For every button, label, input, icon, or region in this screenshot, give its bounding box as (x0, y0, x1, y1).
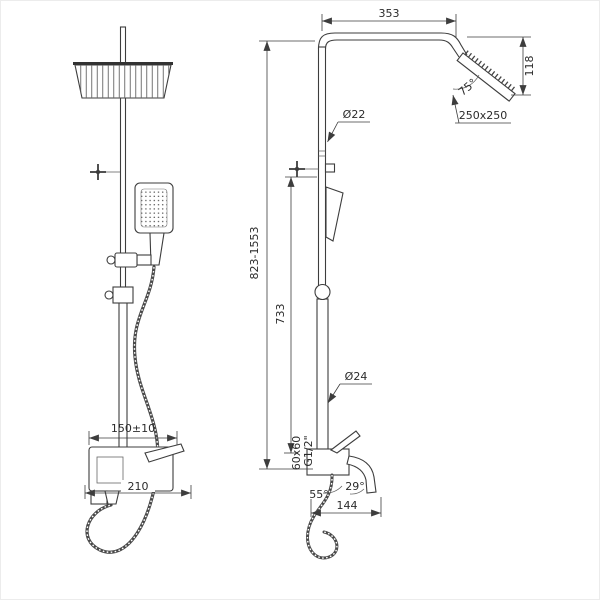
head-size-callout: 250x250 (451, 94, 511, 124)
pipe-section-height-label: 733 (274, 304, 287, 325)
spout-angle-b-label: 29° (345, 480, 365, 493)
riser-pipe-upper (317, 46, 327, 300)
dim-overall-height: 823-1553 (248, 40, 315, 470)
height-adjust-knob (314, 283, 331, 301)
upper-pipe-dia-label: Ø22 (343, 108, 366, 121)
spout-length-label: 144 (337, 499, 358, 512)
slider-knob-front (106, 255, 116, 265)
pole-bracket (112, 286, 134, 304)
diverter-knob (324, 163, 336, 173)
dim-head-height: 118 (467, 36, 536, 96)
mixer-lever-front (144, 443, 185, 463)
head-size-label: 250x250 (459, 109, 508, 122)
head-height-label: 118 (523, 56, 536, 77)
spout-angle-arc-a (322, 485, 343, 494)
mixer-side (306, 430, 377, 495)
upper-pipe-dia-callout: Ø22 (327, 108, 370, 143)
spout-angle-arc-b (349, 488, 365, 495)
mixer-front (88, 443, 185, 505)
dim-inlet-spacing: 150±10 (88, 422, 178, 445)
spout-angle-a-label: 55° (309, 488, 329, 501)
label-backing (121, 480, 155, 492)
shower-hose-side (306, 473, 339, 560)
hand-shower-front (134, 182, 174, 266)
slider-clamp (114, 252, 138, 268)
mixer-width-label: 210 (128, 480, 149, 493)
top-arm (317, 32, 468, 58)
dim-mixer-width: 210 (84, 480, 192, 499)
body-section-label: 60x60 (290, 436, 303, 471)
side-view: 353 118 75° 250x250 Ø22 823-1553 (248, 7, 536, 560)
lower-pipe-dia-label: Ø24 (345, 370, 368, 383)
rain-head-hatch (464, 50, 517, 93)
dim-pipe-section-height: 733 (274, 176, 317, 454)
diverter-side (289, 161, 336, 177)
dim-top-width: 353 (321, 7, 457, 37)
riser-pipe-lower (316, 298, 329, 472)
bracket-knob (104, 290, 114, 300)
mixer-lever-side (329, 430, 361, 454)
hand-shower-holder (136, 254, 152, 266)
mixer-plate (96, 456, 124, 484)
front-view: 150±10 210 (73, 26, 192, 554)
dim-spout-length: 144 (310, 497, 382, 517)
hand-shower-handle (149, 232, 165, 266)
diverter-cross-handle-front (90, 164, 120, 180)
mixer-spout-side (346, 455, 377, 494)
hand-shower-side (325, 186, 344, 242)
head-angle-arc (452, 74, 480, 90)
rain-shower-head-front (73, 62, 173, 99)
top-width-label: 353 (379, 7, 400, 20)
lower-pipe-dia-callout: Ø24 (327, 370, 372, 404)
inlet-spacing-label: 150±10 (111, 422, 155, 435)
overall-height-label: 823-1553 (248, 227, 261, 280)
rain-shower-head-side (456, 50, 517, 102)
hand-shower-spray-face (140, 188, 168, 228)
thread-size-label: G1/2" (302, 435, 315, 466)
